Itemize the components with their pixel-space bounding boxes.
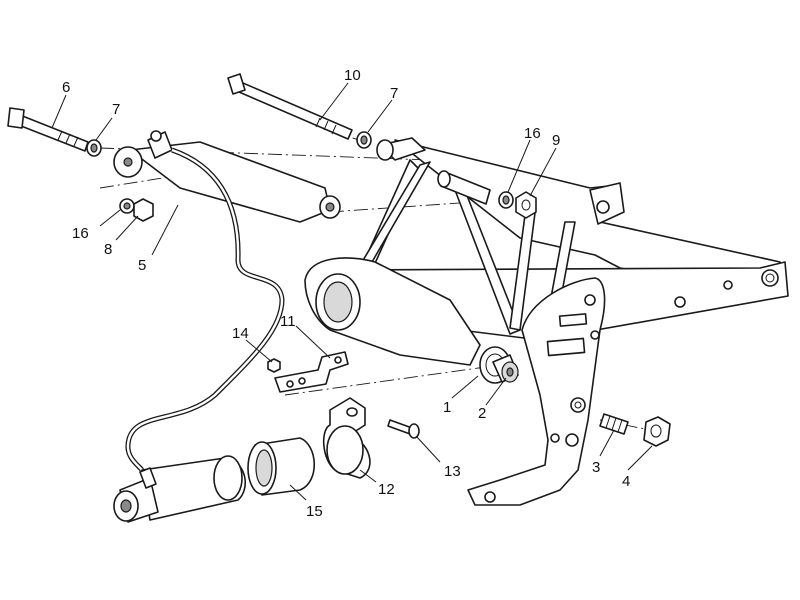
nut-8 [133,198,154,222]
nut-9 [515,191,537,219]
callout-11: 11 [280,313,296,330]
callout-1: 1 [443,399,451,416]
callout-15: 15 [306,503,323,520]
callout-10: 10 [344,67,361,84]
callout-14: 14 [232,325,249,342]
callout-3: 3 [592,459,600,476]
callout-7-upper: 7 [390,85,398,102]
leader-lines [51,82,653,501]
callout-labels: 1 2 3 4 5 6 7 7 8 9 10 11 12 13 14 15 16… [62,67,630,520]
rubber-sleeve [247,437,315,496]
reservoir-hose [125,147,285,472]
swingarm-frame [304,137,789,506]
callout-16-left: 16 [72,225,89,242]
washer-16-right [498,191,514,209]
pivot-bushing [492,354,519,383]
callout-6: 6 [62,79,70,96]
callout-16-right: 16 [524,125,541,142]
washer-16-left [119,198,135,214]
reservoir-canister [113,455,246,523]
washer-7-left [86,139,102,157]
washer-7-upper [356,131,372,149]
callout-4: 4 [622,473,630,490]
axle-bolt [227,73,353,140]
clamp-bracket [274,351,349,393]
callout-13: 13 [444,463,461,480]
screw-13 [387,419,420,439]
shock-mount-bolt [7,107,89,152]
shock-absorber [113,130,341,223]
callout-9: 9 [552,132,560,149]
callout-12: 12 [378,481,395,498]
callout-5: 5 [138,257,146,274]
callout-7-left: 7 [112,101,120,118]
reservoir-clamp [322,397,371,479]
stud-3 [599,413,629,435]
callout-2: 2 [478,405,486,422]
nut-14 [267,358,281,373]
nut-4 [643,416,671,447]
callout-8: 8 [104,241,112,258]
